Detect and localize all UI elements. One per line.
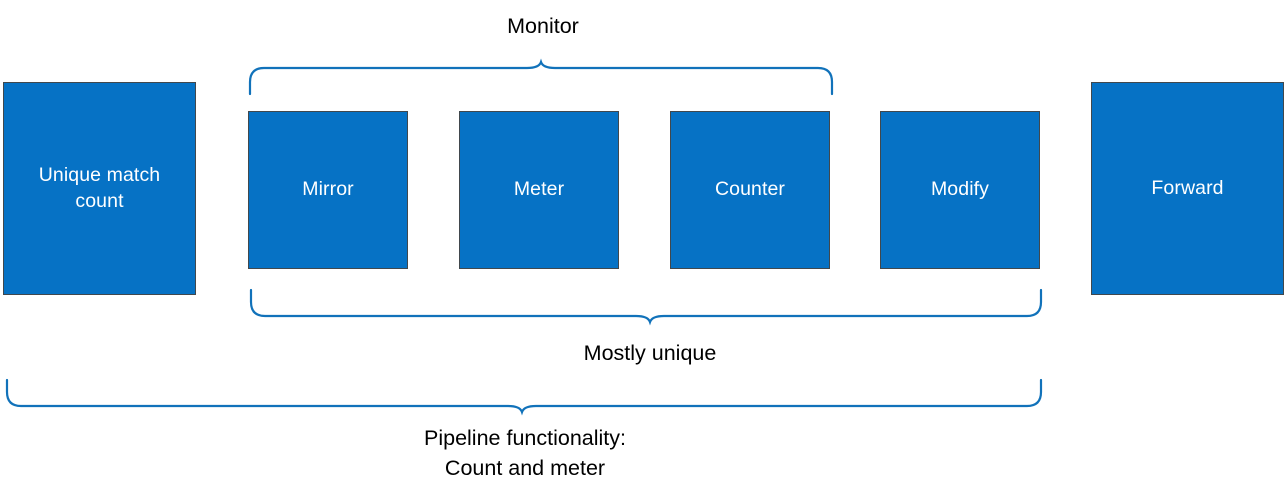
box-unique-match-count[interactable]: Unique match count <box>3 82 196 295</box>
pipeline-functionality-brace-label: Pipeline functionality: Count and meter <box>424 426 626 480</box>
monitor-brace-label: Monitor <box>507 14 579 38</box>
box-label-mirror: Mirror <box>302 178 354 201</box>
mostly-unique-brace-path <box>249 288 1043 326</box>
monitor-brace-path <box>248 58 834 96</box>
box-mirror[interactable]: Mirror <box>248 111 408 269</box>
box-label-unique-match-count: Unique match count <box>38 163 161 212</box>
box-forward[interactable]: Forward <box>1091 82 1284 295</box>
box-label-counter: Counter <box>714 178 786 201</box>
box-counter[interactable]: Counter <box>670 111 830 269</box>
pipeline-functionality-brace <box>5 378 1043 416</box>
pipeline-functionality-brace-path <box>5 378 1043 416</box>
box-label-forward: Forward <box>1151 176 1224 199</box>
mostly-unique-brace-label: Mostly unique <box>583 341 717 365</box>
box-label-meter: Meter <box>513 178 565 201</box>
box-label-modify: Modify <box>930 178 990 201</box>
mostly-unique-brace <box>249 288 1043 326</box>
monitor-brace <box>248 58 834 96</box>
box-meter[interactable]: Meter <box>459 111 619 269</box>
box-modify[interactable]: Modify <box>880 111 1040 269</box>
